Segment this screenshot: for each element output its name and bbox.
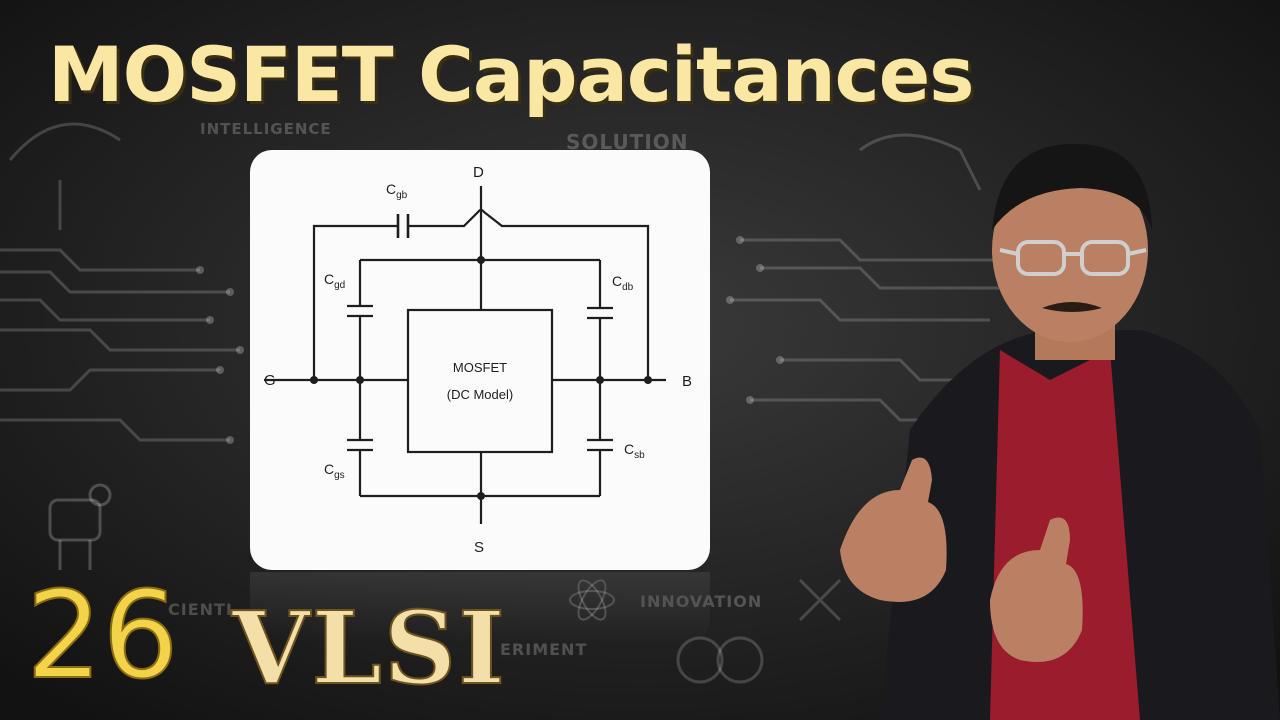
mosfet-block-subtitle: (DC Model) [447,387,513,402]
csb-capacitor [587,438,613,452]
circuit-traces-left [0,122,240,442]
bg-word-innovation: INNOVATION [640,592,763,611]
bg-word-intelligence: INTELLIGENCE [200,120,332,138]
bg-word-experiment: ERIMENT [500,640,588,659]
cgd-capacitor [347,304,373,318]
drain-label: D [473,164,484,181]
cgb-label: Cgb [386,181,408,201]
video-title: MOSFET Capacitances [48,30,975,119]
cgb-capacitor [396,214,410,238]
cgd-label: Cgd [324,271,345,291]
cgs-label: Cgs [324,461,345,481]
card-reflection [250,572,710,642]
gate-label: G [264,372,276,389]
mosfet-block-title: MOSFET [453,360,507,375]
cdb-capacitor [587,306,613,320]
csb-label: Csb [624,441,645,461]
cdb-label: Cdb [612,273,634,293]
series-badge: VLSI [231,589,507,707]
presenter-photo [840,143,1280,720]
bulk-label: B [682,373,692,390]
bg-word-scientist: CIENTI [168,600,233,619]
atom-doodle [569,579,615,621]
episode-number: 26 [25,567,180,706]
cgb-wire [312,208,650,380]
source-label: S [474,539,484,556]
robot-doodle [48,483,112,570]
capacitance-diagram-card: D G B S MOSFET (DC Model) Cgb Cgd Cdb Cg… [250,150,710,570]
cgs-capacitor [347,438,373,452]
mosfet-block [406,308,554,454]
capacitance-circuit-diagram: D G B S MOSFET (DC Model) Cgb Cgd Cdb Cg… [264,164,692,556]
